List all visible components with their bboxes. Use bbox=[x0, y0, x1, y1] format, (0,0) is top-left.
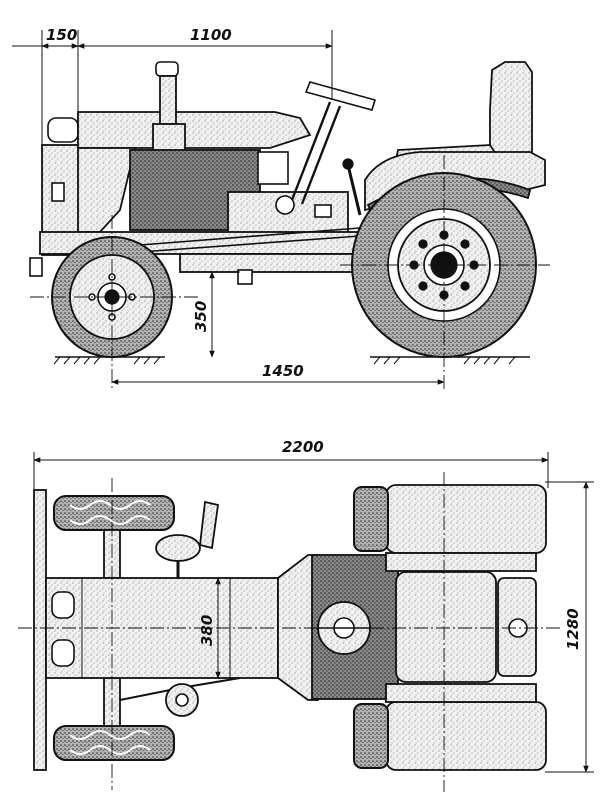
bell-housing bbox=[277, 554, 319, 701]
footstep bbox=[237, 269, 253, 285]
exhaust-pipe bbox=[159, 75, 177, 125]
dim-ground-clearance: 350 bbox=[192, 301, 210, 332]
dim-frame-width: 380 bbox=[198, 615, 216, 646]
rear-left-fender bbox=[385, 484, 547, 554]
gear-lever-knob bbox=[342, 158, 354, 170]
rear-axle-left bbox=[385, 552, 537, 572]
front-lamp bbox=[47, 117, 79, 143]
rear-right-tyre bbox=[353, 703, 389, 769]
exhaust-cap bbox=[155, 61, 179, 77]
dim-wheelbase: 1450 bbox=[262, 362, 304, 380]
engine-side bbox=[77, 147, 137, 233]
front-bumper bbox=[33, 489, 47, 771]
dim-overall-width: 1280 bbox=[564, 608, 582, 650]
steering-hub bbox=[275, 195, 295, 215]
top-small-seat bbox=[199, 500, 220, 550]
steering-wheel bbox=[304, 81, 377, 111]
front-right-wheel bbox=[53, 725, 175, 761]
dim-overall-length: 2200 bbox=[282, 438, 324, 456]
front-left-wheel bbox=[53, 495, 175, 531]
lower-frame bbox=[179, 253, 361, 273]
top-lamp-right bbox=[51, 639, 75, 667]
rear-right-fender bbox=[385, 701, 547, 771]
gearbox-cover bbox=[314, 204, 332, 218]
dim-hood-length: 1100 bbox=[190, 26, 232, 44]
hood bbox=[77, 111, 312, 149]
rear-left-tyre bbox=[353, 486, 389, 552]
top-lamp-left bbox=[51, 591, 75, 619]
dim-front-overhang: 150 bbox=[46, 26, 77, 44]
seat-base bbox=[395, 571, 497, 683]
front-hook bbox=[29, 257, 43, 277]
top-small-seat-cushion bbox=[155, 534, 201, 562]
side-view: 150 1100 350 1450 bbox=[12, 26, 550, 390]
grille-slot bbox=[51, 182, 65, 202]
front-wheel bbox=[51, 236, 173, 358]
steering-column bbox=[290, 101, 342, 205]
rear-axle-right bbox=[385, 683, 537, 703]
engine-window bbox=[257, 151, 289, 185]
top-view: 2200 1280 bbox=[18, 438, 594, 792]
seat-back bbox=[489, 61, 533, 156]
